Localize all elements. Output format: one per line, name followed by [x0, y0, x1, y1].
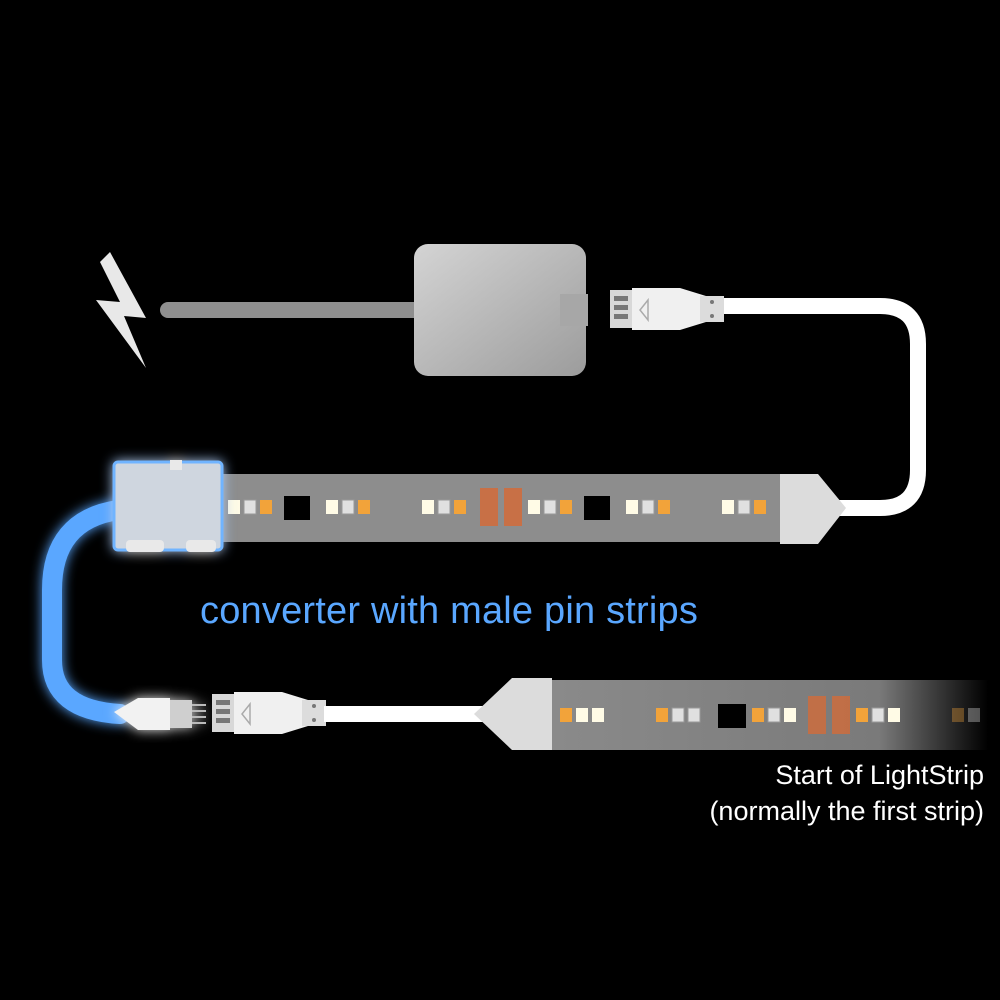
upper-cable [712, 298, 926, 516]
blue-cable [42, 500, 130, 724]
upper-strip-leds [228, 488, 766, 526]
lower-strip-leds [560, 696, 980, 734]
upper-strip-end-cap [780, 474, 846, 544]
lower-connector [212, 692, 326, 734]
converter-label: converter with male pin strips [200, 590, 699, 632]
lightning-bolt-icon [96, 252, 146, 368]
converter-box [112, 460, 224, 552]
lower-strip-end-cap [474, 678, 552, 750]
strip-start-label: Start of LightStrip [775, 760, 984, 790]
power-cable [160, 302, 422, 318]
male-pin-connector [114, 698, 206, 730]
lower-cable [324, 706, 484, 722]
upper-light-strip [216, 474, 786, 542]
controller-box [414, 244, 586, 376]
strip-note-label: (normally the first strip) [709, 796, 984, 826]
upper-connector [610, 288, 724, 330]
